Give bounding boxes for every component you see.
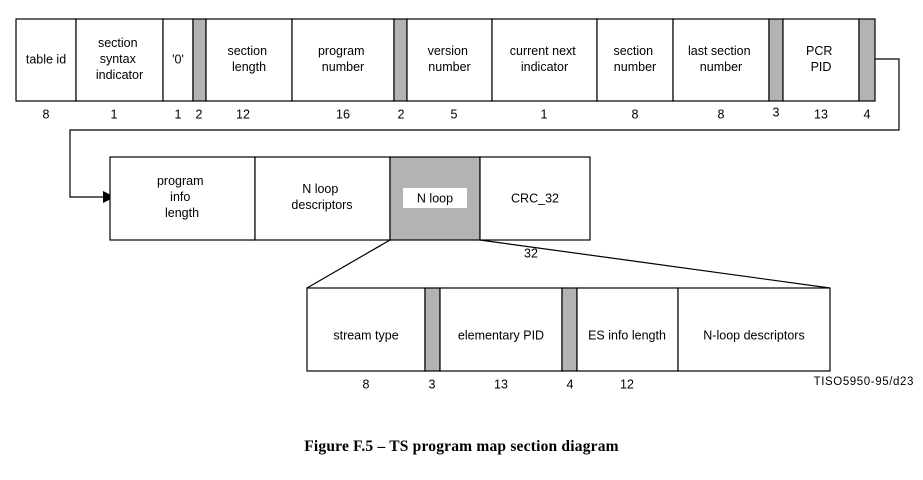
bits-section-length: 12 bbox=[236, 107, 250, 121]
field-es-info-length bbox=[576, 287, 679, 372]
figure-caption: Figure F.5 – TS program map section diag… bbox=[304, 438, 619, 455]
reference-code: TISO5950-95/d23 bbox=[814, 376, 914, 388]
bits-pcr-pid: 13 bbox=[814, 107, 828, 121]
bits-stream-type: 8 bbox=[363, 377, 370, 391]
bits-version-number: 5 bbox=[451, 107, 458, 121]
label-version-number: version number bbox=[428, 44, 472, 74]
label-last-section-number: last section number bbox=[688, 44, 754, 74]
bits-reserved-2a: 2 bbox=[196, 107, 203, 121]
n-loop-expansion-lines: 32 bbox=[306, 239, 831, 289]
label-section-syntax-indicator: section syntax indicator bbox=[96, 36, 143, 82]
bits-table-id: 8 bbox=[43, 107, 50, 121]
label-program-number: program number bbox=[318, 44, 368, 74]
row1-to-row2-connector bbox=[69, 58, 900, 203]
row-2-group: program info length N loop descriptors N… bbox=[109, 156, 591, 241]
row-1-group: table id section syntax indicator '0' se… bbox=[15, 18, 876, 121]
bits-elementary-pid: 13 bbox=[494, 377, 508, 391]
label-section-number: section number bbox=[613, 44, 656, 74]
bits-zero: 1 bbox=[175, 107, 182, 121]
bits-reserved-3: 3 bbox=[773, 105, 780, 119]
label-n-loop: N loop bbox=[417, 191, 453, 205]
n-loop-label-highlight bbox=[403, 188, 467, 208]
field-pcr-pid bbox=[782, 18, 860, 102]
field-n-loop-descriptors bbox=[254, 156, 391, 241]
label-n-loop-descriptors-2: N-loop descriptors bbox=[703, 328, 804, 342]
connector-arrowhead-icon bbox=[103, 191, 115, 203]
field-reserved-4b bbox=[561, 287, 578, 372]
label-n-loop-descriptors: N loop descriptors bbox=[291, 182, 352, 212]
bits-reserved-2b: 2 bbox=[398, 107, 405, 121]
field-section-syntax-indicator bbox=[75, 18, 164, 102]
field-program-info-length bbox=[109, 156, 256, 241]
bits-section-syntax-indicator: 1 bbox=[111, 107, 118, 121]
field-current-next-indicator bbox=[491, 18, 598, 102]
field-n-loop-descriptors-2 bbox=[677, 287, 831, 372]
bits-reserved-4: 4 bbox=[864, 107, 871, 121]
label-program-info-length: program info length bbox=[157, 174, 207, 220]
field-table-id bbox=[15, 18, 77, 102]
label-table-id: table id bbox=[26, 52, 66, 66]
label-es-info-length: ES info length bbox=[588, 328, 666, 342]
field-version-number bbox=[406, 18, 493, 102]
field-last-section-number bbox=[672, 18, 770, 102]
bits-section-number: 8 bbox=[632, 107, 639, 121]
field-elementary-pid bbox=[439, 287, 563, 372]
label-crc-32: CRC_32 bbox=[511, 191, 559, 205]
field-stream-type bbox=[306, 287, 426, 372]
field-section-length bbox=[205, 18, 293, 102]
label-current-next-indicator: current next indicator bbox=[510, 44, 580, 74]
bits-last-section-number: 8 bbox=[718, 107, 725, 121]
field-zero bbox=[162, 18, 194, 102]
label-section-length: section length bbox=[227, 44, 270, 74]
bits-es-info-length: 12 bbox=[620, 377, 634, 391]
label-stream-type: stream type bbox=[333, 328, 398, 342]
bits-current-next-indicator: 1 bbox=[541, 107, 548, 121]
field-program-number bbox=[291, 18, 395, 102]
bits-program-number: 16 bbox=[336, 107, 350, 121]
field-section-number bbox=[596, 18, 674, 102]
field-reserved-2a bbox=[192, 18, 207, 102]
label-pcr-pid: PCR PID bbox=[806, 44, 836, 74]
row-3-group: stream type elementary PID ES info lengt… bbox=[306, 287, 831, 391]
field-reserved-4 bbox=[858, 18, 876, 102]
field-reserved-2b bbox=[393, 18, 408, 102]
annotation-32: 32 bbox=[524, 246, 538, 260]
label-elementary-pid: elementary PID bbox=[458, 328, 544, 342]
bits-reserved-4b: 4 bbox=[567, 377, 574, 391]
field-reserved-3 bbox=[768, 18, 784, 102]
label-zero: '0' bbox=[172, 52, 184, 66]
bits-reserved-3b: 3 bbox=[429, 377, 436, 391]
field-crc-32 bbox=[479, 156, 591, 241]
field-reserved-3b bbox=[424, 287, 441, 372]
